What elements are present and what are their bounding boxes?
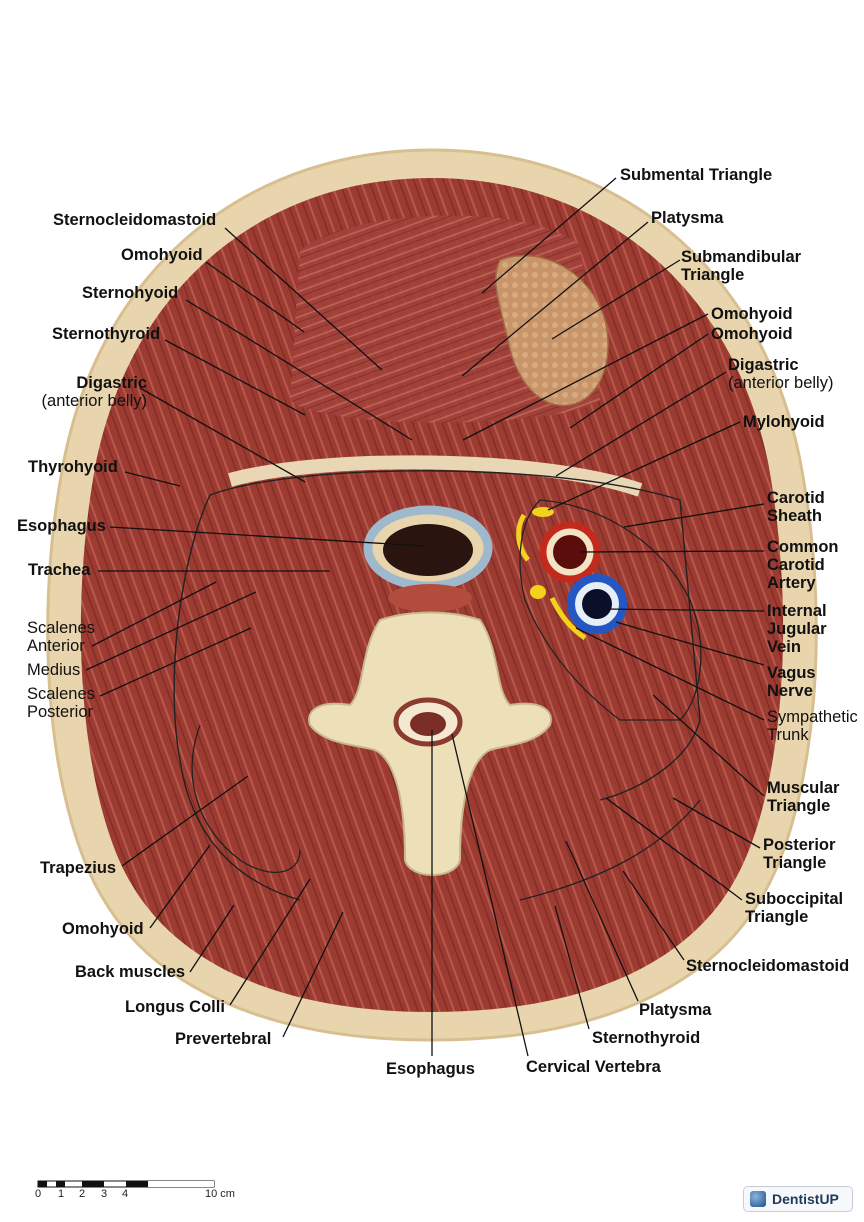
label-common-carotid-3: Artery	[767, 574, 816, 592]
label-posterior-triangle: Posterior Triangle	[763, 836, 835, 872]
scale-tick-2: 2	[79, 1188, 86, 1200]
label-sympathetic-2: Trunk	[767, 726, 809, 744]
label-esophagus-bottom: Esophagus	[386, 1060, 475, 1078]
label-omohyoid-right-b: Omohyoid	[711, 325, 793, 343]
label-prevertebral: Prevertebral	[175, 1030, 272, 1048]
label-sternothyroid: Sternothyroid	[52, 325, 161, 343]
label-carotid-sheath: Carotid Sheath	[767, 489, 825, 525]
scale-tick-0: 0	[35, 1188, 42, 1200]
label-scalenes-posterior-2: Posterior	[27, 703, 94, 721]
label-mylohyoid: Mylohyoid	[743, 413, 825, 431]
scale-tick-4: 4	[122, 1188, 129, 1200]
scale-tick-3: 3	[101, 1188, 108, 1200]
label-platysma-lower: Platysma	[639, 1001, 712, 1019]
label-vagus-1: Vagus	[767, 664, 816, 682]
label-omohyoid-right-a: Omohyoid	[711, 305, 793, 323]
label-digastric-left-title: Digastric	[76, 374, 147, 392]
label-submandibular-2: Triangle	[681, 266, 745, 284]
label-medius: Medius	[27, 661, 81, 679]
label-submandibular-triangle: Submandibular Triangle	[681, 248, 801, 284]
esophagus-body	[388, 584, 472, 612]
label-sympathetic-1: Sympathetic	[767, 708, 858, 726]
label-suboccipital-2: Triangle	[745, 908, 809, 926]
label-carotid-sheath-2: Sheath	[767, 507, 823, 525]
label-muscular-triangle: Muscular Triangle	[767, 779, 839, 815]
label-sternocleidomastoid-right: Sternocleidomastoid	[686, 957, 850, 975]
fascia-band	[228, 455, 643, 497]
label-common-carotid-artery: Common Carotid Artery	[767, 538, 839, 592]
label-submandibular-1: Submandibular	[681, 248, 802, 266]
label-trachea: Trachea	[28, 561, 91, 579]
label-muscular-2: Triangle	[767, 797, 831, 815]
label-suboccipital-1: Suboccipital	[745, 890, 844, 908]
label-digastric-right-sub: (anterior belly)	[728, 374, 834, 392]
label-cervical-vertebra: Cervical Vertebra	[526, 1058, 661, 1076]
deep-fascia-left	[173, 494, 301, 901]
label-scalenes-anterior: Scalenes Anterior	[27, 619, 95, 655]
label-sternohyoid: Sternohyoid	[82, 284, 179, 302]
scale-tick-1: 1	[58, 1188, 65, 1200]
dentistup-logo-icon	[750, 1191, 766, 1207]
label-digastric-left-sub: (anterior belly)	[41, 392, 147, 410]
label-common-carotid-1: Common	[767, 538, 839, 556]
spinal-cord	[410, 712, 446, 736]
label-suboccipital-triangle: Suboccipital Triangle	[745, 890, 843, 926]
label-omohyoid-lower: Omohyoid	[62, 920, 144, 938]
label-trapezius: Trapezius	[40, 859, 117, 877]
submandibular-gland	[495, 255, 609, 407]
label-ijv-3: Vein	[767, 638, 801, 656]
label-common-carotid-2: Carotid	[767, 556, 825, 574]
label-internal-jugular-vein: Internal Jugular Vein	[767, 602, 827, 656]
label-ijv-2: Jugular	[767, 620, 827, 638]
posterior-fascia	[519, 799, 701, 901]
label-scalenes-posterior: Scalenes Posterior	[27, 685, 95, 721]
dentistup-brand-badge[interactable]: DentistUP	[743, 1186, 853, 1212]
label-digastric-right-title: Digastric	[728, 356, 799, 374]
label-scalenes-anterior-2: Anterior	[27, 637, 85, 655]
label-sympathetic-trunk: Sympathetic Trunk	[767, 708, 858, 744]
label-scalenes-posterior-1: Scalenes	[27, 685, 95, 703]
label-longus-colli: Longus Colli	[125, 998, 225, 1016]
label-digastric-right: Digastric (anterior belly)	[728, 356, 833, 392]
brand-name: DentistUP	[772, 1191, 839, 1207]
trapezius-outline	[191, 724, 301, 873]
label-platysma: Platysma	[651, 209, 724, 227]
label-posterior-2: Triangle	[763, 854, 827, 872]
label-omohyoid: Omohyoid	[121, 246, 203, 264]
label-muscular-1: Muscular	[767, 779, 840, 797]
label-vagus-nerve: Vagus Nerve	[767, 664, 816, 700]
label-esophagus-left: Esophagus	[17, 517, 106, 535]
vagus-nerve	[530, 585, 546, 599]
label-scalenes-anterior-1: Scalenes	[27, 619, 95, 637]
label-digastric-left: Digastric (anterior belly)	[30, 374, 147, 410]
label-ijv-1: Internal	[767, 602, 827, 620]
label-back-muscles: Back muscles	[75, 963, 186, 981]
label-submental-triangle: Submental Triangle	[620, 166, 773, 184]
label-vagus-2: Nerve	[767, 682, 813, 700]
leader-lines	[85, 177, 765, 1057]
label-sternothyroid-right: Sternothyroid	[592, 1029, 701, 1047]
label-posterior-1: Posterior	[763, 836, 836, 854]
fascia-line	[209, 470, 701, 801]
label-carotid-sheath-1: Carotid	[767, 489, 825, 507]
trachea-lumen	[383, 524, 473, 576]
label-thyrohyoid: Thyrohyoid	[28, 458, 118, 476]
scale-bar	[37, 1180, 215, 1188]
scale-tick-10cm: 10 cm	[205, 1188, 235, 1200]
label-sternocleidomastoid: Sternocleidomastoid	[53, 211, 217, 229]
